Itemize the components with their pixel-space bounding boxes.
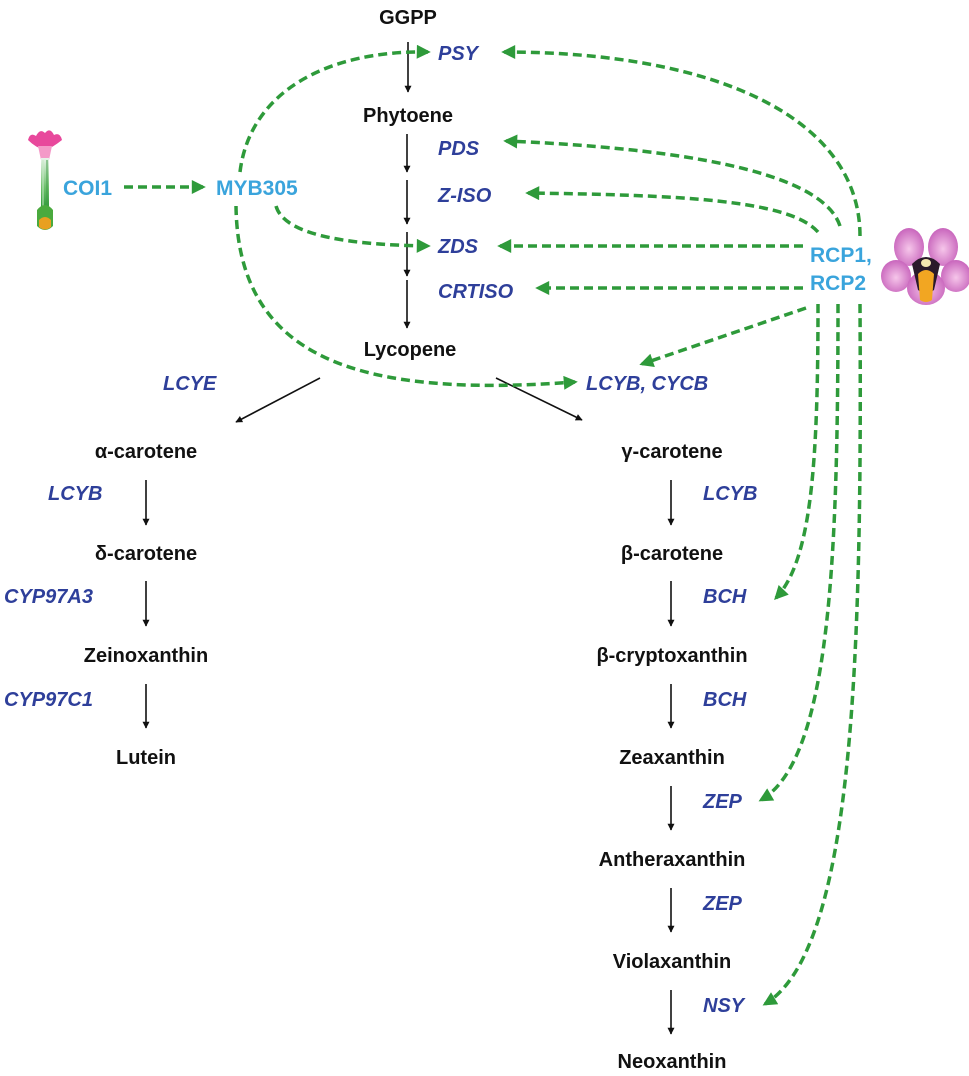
arrow-myb305-lcyb-cycb xyxy=(234,205,578,390)
enzyme-z-iso: Z-ISO xyxy=(437,185,492,207)
metabolite-zeaxanthin: Zeaxanthin xyxy=(619,747,725,769)
arrow-myb305-zds xyxy=(274,205,431,253)
enzyme-lcye: LCYE xyxy=(163,373,217,395)
pathway-step-arrows xyxy=(142,42,675,1035)
arrow-myb305-psy xyxy=(238,44,431,173)
enzyme-cyp97c1: CYP97C1 xyxy=(4,689,93,711)
arrow-rcp-bch xyxy=(774,303,820,601)
metabolite-lutein: Lutein xyxy=(116,747,176,769)
enzyme-psy: PSY xyxy=(438,43,480,65)
regulator-myb305: MYB305 xyxy=(216,177,298,200)
enzyme-bch-1: BCH xyxy=(703,586,747,608)
metabolite-antheraxanthin: Antheraxanthin xyxy=(599,849,746,871)
enzyme-lcyb-left: LCYB xyxy=(48,483,102,505)
arrow-lycopene-gamma xyxy=(495,377,583,421)
metabolite-phytoene: Phytoene xyxy=(363,105,453,127)
metabolite-ggpp: GGPP xyxy=(379,7,437,29)
metabolite-alpha-carotene: α-carotene xyxy=(95,441,197,463)
enzyme-lcyb-right: LCYB xyxy=(703,483,757,505)
metabolites: GGPP Phytoene Lycopene α-carotene δ-caro… xyxy=(84,7,748,1073)
arrow-rcp-psy xyxy=(501,45,862,237)
regulator-coi1: COI1 xyxy=(63,177,112,200)
arrow-rcp-pds xyxy=(503,134,842,227)
monkeyflower-icon xyxy=(881,228,969,305)
metabolite-beta-cryptoxanthin: β-cryptoxanthin xyxy=(596,645,747,667)
enzyme-zep-2: ZEP xyxy=(702,893,743,915)
regulator-rcp-line1: RCP1, xyxy=(810,244,872,267)
enzyme-cyp97a3: CYP97A3 xyxy=(4,586,93,608)
metabolite-lycopene: Lycopene xyxy=(364,339,457,361)
arrow-lycopene-alpha xyxy=(235,377,321,423)
enzyme-lcyb-cycb: LCYB, CYCB xyxy=(586,373,708,395)
enzyme-zds: ZDS xyxy=(437,236,479,258)
regulation-arrows xyxy=(124,44,863,1006)
enzyme-pds: PDS xyxy=(438,138,480,160)
arrow-rcp-nsy xyxy=(762,303,863,1006)
metabolite-beta-carotene: β-carotene xyxy=(621,543,723,565)
arrow-rcp-ziso xyxy=(525,186,820,234)
metabolite-violaxanthin: Violaxanthin xyxy=(613,951,732,973)
enzyme-nsy: NSY xyxy=(703,995,746,1017)
arrow-rcp-lcyb-cycb xyxy=(639,306,807,368)
tubular-flower-icon xyxy=(28,130,62,230)
enzymes: PSY PDS Z-ISO ZDS CRTISO LCYE LCYB, CYCB… xyxy=(4,43,757,1017)
regulator-rcp-line2: RCP2 xyxy=(810,272,866,295)
arrow-rcp-zep xyxy=(758,303,840,802)
enzyme-bch-2: BCH xyxy=(703,689,747,711)
metabolite-zeinoxanthin: Zeinoxanthin xyxy=(84,645,208,667)
regulators: COI1 MYB305 RCP1, RCP2 xyxy=(63,177,872,295)
metabolite-gamma-carotene: γ-carotene xyxy=(621,441,722,463)
metabolite-delta-carotene: δ-carotene xyxy=(95,543,197,565)
enzyme-zep-1: ZEP xyxy=(702,791,743,813)
enzyme-crtiso: CRTISO xyxy=(438,281,514,303)
metabolite-neoxanthin: Neoxanthin xyxy=(618,1051,727,1073)
